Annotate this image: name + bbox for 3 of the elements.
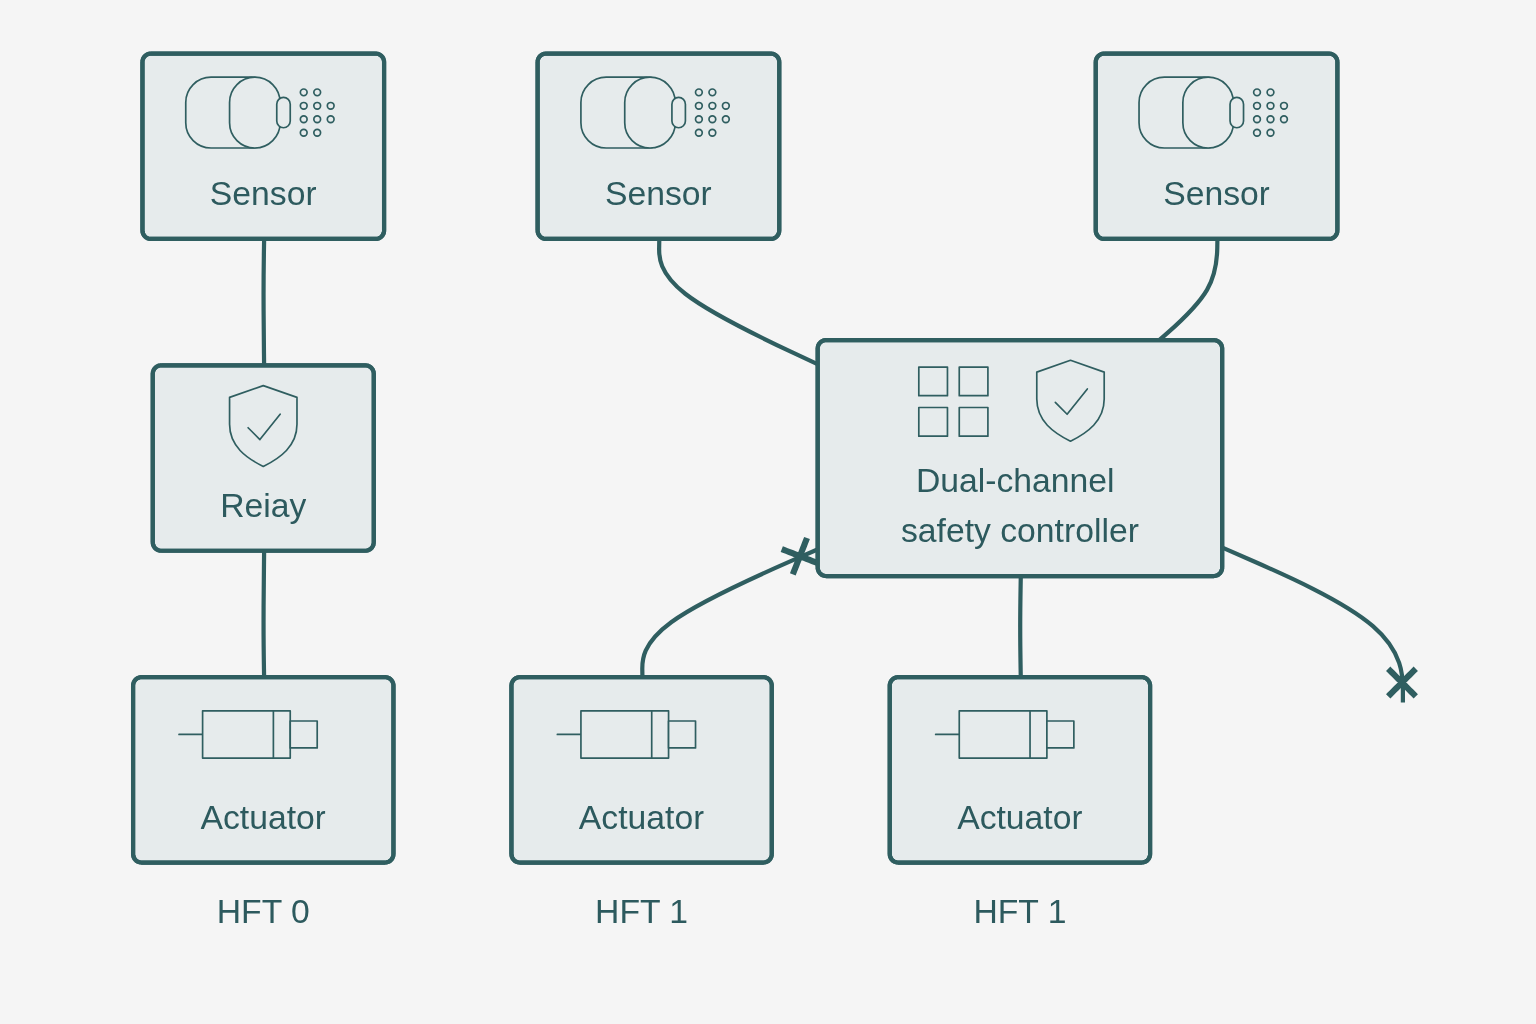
node-label: HFT 0 <box>216 892 310 930</box>
node-label: HFT 1 <box>973 892 1067 930</box>
node-label: HFT 1 <box>595 892 689 930</box>
